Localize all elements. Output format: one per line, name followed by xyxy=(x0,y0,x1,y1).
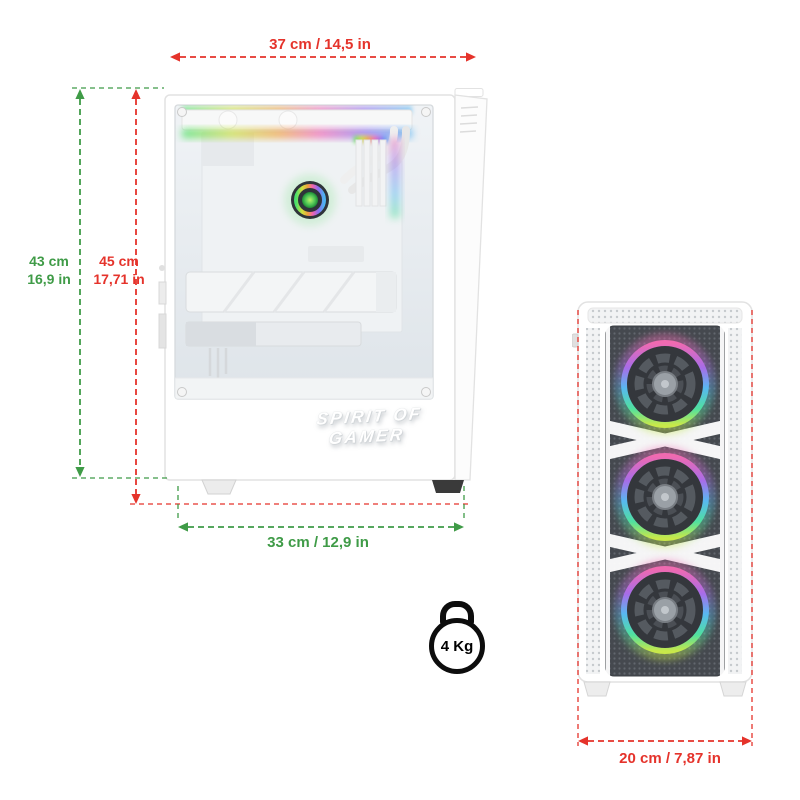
side-mesh-strip xyxy=(586,328,600,674)
cables xyxy=(208,348,228,378)
inner-height-alt: 17,71 in xyxy=(93,271,145,288)
kettlebell-handle-icon xyxy=(440,601,474,625)
side-case-front-bezel xyxy=(454,94,488,481)
weight-label: 4 Kg xyxy=(440,637,474,655)
front-fan-middle xyxy=(615,447,715,547)
case-foot xyxy=(583,681,611,697)
ram-modules xyxy=(355,139,387,207)
front-fan-top xyxy=(615,334,715,434)
internal-components xyxy=(175,106,433,399)
chipset-heatsink xyxy=(308,246,364,262)
case-foot xyxy=(201,479,237,495)
power-button[interactable] xyxy=(572,333,579,348)
front-fan-bottom xyxy=(615,560,715,660)
case-side-view xyxy=(158,88,488,495)
inner-height-label: 45 cm 17,71 in xyxy=(88,252,150,288)
kettlebell-body-icon: 4 Kg xyxy=(429,618,485,674)
inner-height-value: 45 cm xyxy=(99,253,139,269)
outer-height-alt: 16,9 in xyxy=(27,271,71,288)
gpu-card xyxy=(185,271,397,313)
side-mesh-strip xyxy=(728,328,742,674)
rear-panel-tabs xyxy=(158,265,167,349)
case-foot xyxy=(432,480,464,493)
weight-icon: 4 Kg xyxy=(426,601,488,674)
case-front-view xyxy=(572,301,753,697)
radiator-fan xyxy=(218,110,238,130)
dim-top-width xyxy=(170,52,476,62)
case-foot xyxy=(719,681,747,697)
outer-height-value: 43 cm xyxy=(29,253,69,269)
front-width-label: 20 cm / 7,87 in xyxy=(619,750,721,767)
top-mesh-strip xyxy=(587,307,743,324)
front-bezel-vents xyxy=(459,106,479,133)
front-braces xyxy=(606,326,724,676)
top-width-label: 37 cm / 14,5 in xyxy=(269,36,371,53)
bottom-width-label: 33 cm / 12,9 in xyxy=(267,534,369,551)
outer-height-label: 43 cm 16,9 in xyxy=(20,252,78,288)
glass-thumbscrews xyxy=(177,107,431,397)
radiator-fan xyxy=(278,110,298,130)
